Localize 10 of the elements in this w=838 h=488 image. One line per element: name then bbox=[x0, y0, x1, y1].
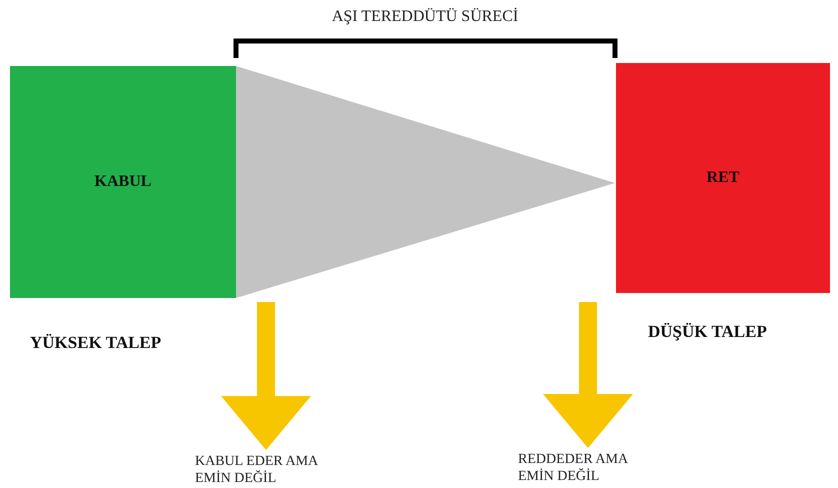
acceptance-box: KABUL bbox=[10, 66, 236, 298]
arrow bbox=[221, 302, 311, 450]
demand-label: DÜŞÜK TALEP bbox=[648, 322, 767, 342]
outcome-text: REDDEDER AMA EMİN DEĞİL bbox=[518, 451, 648, 485]
demand-label: YÜKSEK TALEP bbox=[30, 333, 162, 353]
arrow bbox=[543, 302, 633, 448]
diagram-title: AŞI TEREDDÜTÜ SÜRECİ bbox=[330, 8, 520, 26]
refusal-box: RET bbox=[616, 63, 830, 293]
hesitancy-triangle bbox=[236, 66, 615, 298]
outcome-text: KABUL EDER AMA EMİN DEĞİL bbox=[195, 453, 325, 487]
